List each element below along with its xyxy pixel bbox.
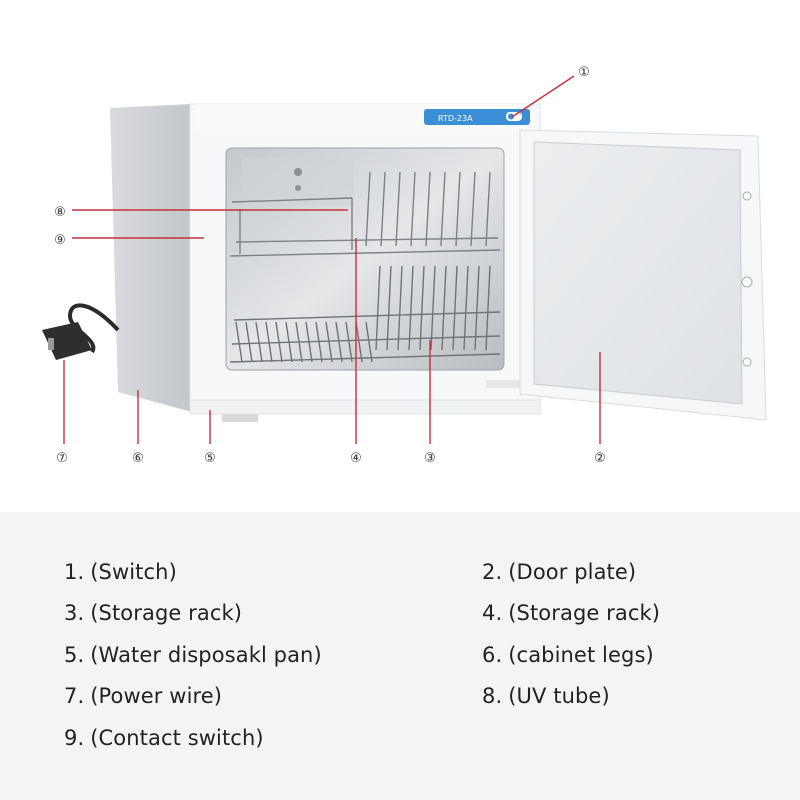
legend-item-9: 9.(Contact switch) (64, 726, 264, 750)
legend-item-6: 6.(cabinet legs) (482, 643, 654, 667)
rack-wire (386, 265, 392, 351)
leader-lines (63, 75, 601, 444)
legend-num: 7. (64, 684, 85, 708)
callout-9: ⑨ (54, 233, 66, 248)
water-disposal-pan (189, 380, 541, 415)
rack-wire (235, 321, 243, 363)
legend-num: 1. (64, 560, 85, 584)
legend-item-7: 7.(Power wire) (64, 684, 222, 708)
rack-wire (463, 265, 469, 351)
rack-wire (375, 265, 381, 351)
rack-wire (285, 321, 293, 363)
legend-text: (Power wire) (90, 684, 223, 708)
rack-wire (295, 321, 303, 363)
rack-wire (325, 321, 333, 363)
legend-text: (UV tube) (508, 684, 610, 708)
legend-item-4: 4.(Storage rack) (482, 601, 660, 625)
rack-wire (474, 265, 480, 351)
rack-wire (410, 171, 416, 247)
rack-wire (245, 321, 253, 363)
legend-text: (cabinet legs) (508, 643, 654, 667)
legend-num: 2. (482, 560, 503, 584)
rack-wire (335, 321, 343, 363)
legend-item-1: 1.(Switch) (64, 560, 177, 584)
door-plate (519, 129, 767, 421)
rack-wire (470, 171, 476, 247)
rack-wire (345, 321, 353, 363)
rack-wire (380, 171, 386, 247)
legend-text: (Storage rack) (508, 601, 661, 625)
rack-wire (395, 171, 401, 247)
callout-5: ⑤ (204, 451, 216, 466)
callout-7: ⑦ (56, 451, 68, 466)
legend-item-5: 5.(Water disposakl pan) (64, 643, 322, 667)
rack-wire (430, 265, 436, 351)
rack-wire (455, 171, 461, 247)
legend-item-8: 8.(UV tube) (482, 684, 610, 708)
rack-wire (355, 321, 363, 363)
legend-item-2: 2.(Door plate) (482, 560, 636, 584)
rack-wire (255, 321, 263, 363)
legend-num: 4. (482, 601, 503, 625)
legend-text: (Contact switch) (90, 726, 264, 750)
callout-4: ④ (350, 451, 362, 466)
rack-wire (441, 265, 447, 351)
rack-wire (365, 171, 371, 247)
legend-num: 6. (482, 643, 503, 667)
legend-text: (Water disposakl pan) (90, 643, 322, 667)
rack-wire (365, 321, 373, 363)
callout-8: ⑧ (54, 205, 66, 220)
rack-wire (275, 321, 283, 363)
rack-wire (452, 265, 458, 351)
model-label: RTD-23A (424, 109, 530, 125)
callout-2: ② (594, 451, 606, 466)
legend-item-3: 3.(Storage rack) (64, 601, 242, 625)
rack-wire (397, 265, 403, 351)
legend-num: 8. (482, 684, 503, 708)
legend-text: (Switch) (90, 560, 177, 584)
rack-wire (425, 171, 431, 247)
legend-text: (Door plate) (508, 560, 637, 584)
rack-wire (485, 265, 491, 351)
rack-wire (485, 171, 491, 247)
rack-wire (265, 321, 273, 363)
cabinet-illustration: RTD-23A (42, 65, 767, 466)
callout-markers: ① ② ③ ④ ⑤ ⑥ ⑦ ⑧ ⑨ (54, 65, 606, 466)
callout-1: ① (578, 65, 590, 80)
lower-storage-rack (229, 265, 501, 363)
rack-wire (305, 321, 313, 363)
rack-wire (440, 171, 446, 247)
cabinet-side (110, 104, 192, 412)
upper-storage-rack (229, 171, 501, 257)
legend-num: 9. (64, 726, 85, 750)
rack-wire (408, 265, 414, 351)
callout-3: ③ (424, 451, 436, 466)
callout-6: ⑥ (132, 451, 144, 466)
legend-panel: 1.(Switch) 2.(Door plate) 3.(Storage rac… (0, 512, 800, 800)
legend-num: 3. (64, 601, 85, 625)
legend-num: 5. (64, 643, 85, 667)
model-label-text: RTD-23A (438, 114, 473, 123)
rack-wire (315, 321, 323, 363)
power-wire (42, 303, 120, 360)
legend-text: (Storage rack) (90, 601, 243, 625)
rack-wire (419, 265, 425, 351)
